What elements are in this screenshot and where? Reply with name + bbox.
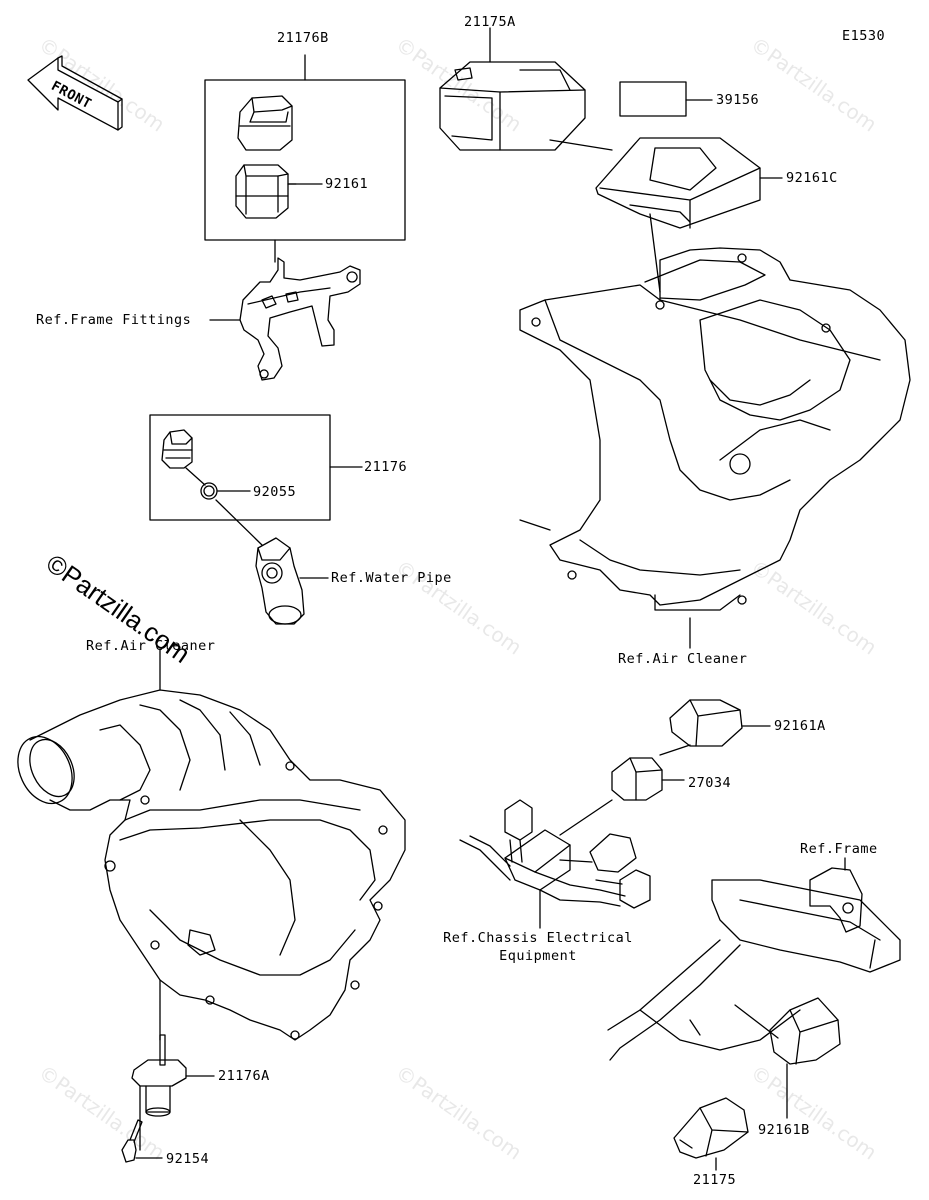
- pad-39156: [619, 81, 687, 117]
- part-number-92161A[interactable]: 92161A: [774, 718, 826, 734]
- part-number-27034[interactable]: 27034: [688, 775, 732, 791]
- group-box: [204, 79, 406, 241]
- screw-92154: [121, 1119, 143, 1163]
- ref-air-cleaner-left: Ref.Air Cleaner: [86, 638, 216, 654]
- ref-chassis-line-2: Equipment: [499, 948, 577, 964]
- part-number-39156[interactable]: 39156: [716, 92, 760, 108]
- frame-fitting-bracket: [239, 257, 361, 381]
- front-arrow-icon: [27, 55, 123, 131]
- part-number-21176B[interactable]: 21176B: [277, 30, 329, 46]
- wiring-harness: [459, 799, 651, 909]
- sensor-21176: [161, 429, 193, 469]
- connector-27034: [611, 757, 663, 801]
- air-cleaner-left: [17, 689, 406, 1041]
- sensor-21176A: [131, 1034, 187, 1117]
- water-pipe-fitting: [255, 537, 305, 625]
- part-number-21176A[interactable]: 21176A: [218, 1068, 270, 1084]
- part-number-21175[interactable]: 21175: [693, 1172, 737, 1188]
- boot-92161: [235, 164, 297, 219]
- boot-92161A: [669, 699, 743, 747]
- part-number-21175A[interactable]: 21175A: [464, 14, 516, 30]
- part-number-92161C[interactable]: 92161C: [786, 170, 838, 186]
- ref-chassis-electrical: Ref.Chassis Electrical Equipment: [430, 930, 646, 964]
- boot-92161B: [769, 997, 841, 1065]
- frame-member: [607, 867, 901, 1061]
- group-box: [149, 414, 331, 521]
- ref-chassis-line-1: Ref.Chassis Electrical: [443, 930, 633, 946]
- ref-frame: Ref.Frame: [800, 841, 878, 857]
- part-number-92161[interactable]: 92161: [325, 176, 369, 192]
- ref-frame-fittings: Ref.Frame Fittings: [36, 312, 192, 328]
- ref-water-pipe: Ref.Water Pipe: [331, 570, 452, 586]
- air-cleaner-right: [519, 247, 911, 611]
- part-number-21176[interactable]: 21176: [364, 459, 408, 475]
- diagram-code: E1530: [842, 28, 886, 44]
- ref-air-cleaner-right: Ref.Air Cleaner: [618, 651, 748, 667]
- holder-92161C: [595, 137, 761, 229]
- connector-21176B: [237, 95, 293, 151]
- part-number-92161B[interactable]: 92161B: [758, 1122, 810, 1138]
- part-number-92154[interactable]: 92154: [166, 1151, 210, 1167]
- sensor-21175: [673, 1097, 749, 1159]
- part-number-92055[interactable]: 92055: [253, 484, 297, 500]
- ecu-21175A: [439, 61, 586, 151]
- gasket-92055: [200, 482, 218, 500]
